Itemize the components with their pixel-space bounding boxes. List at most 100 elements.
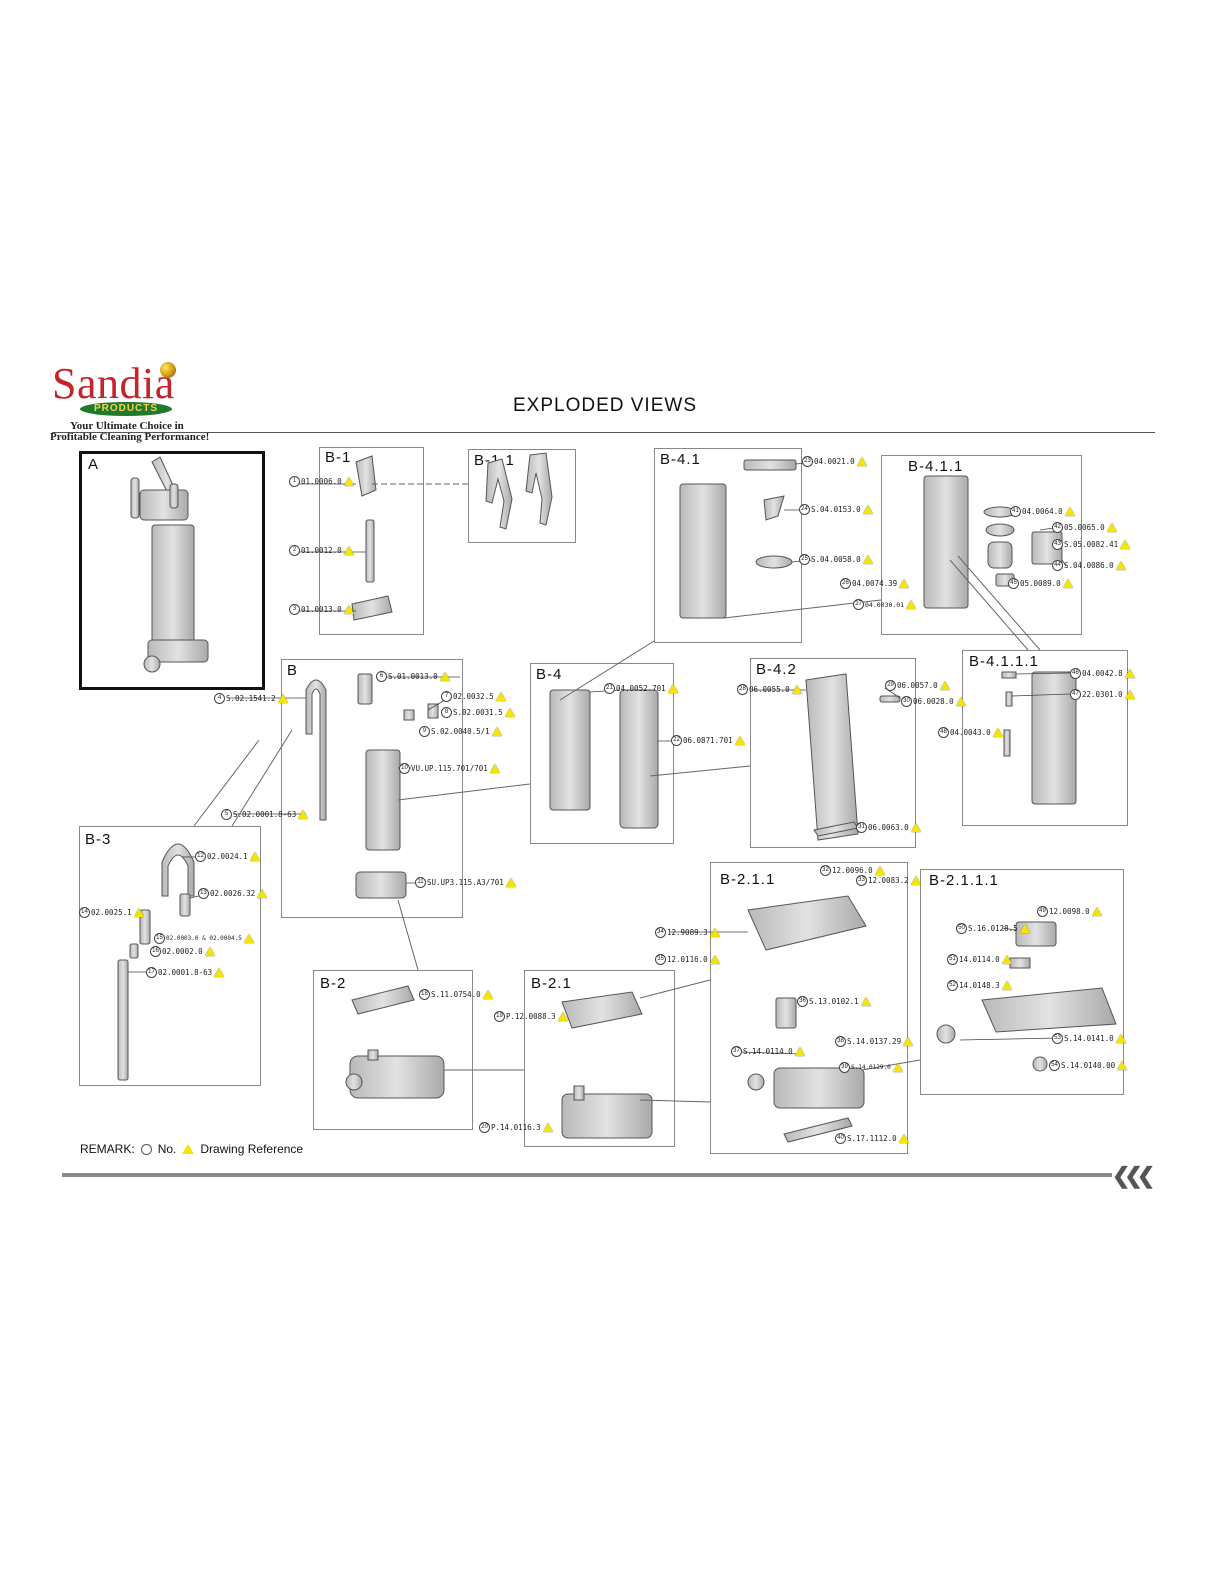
part-code: S.04.0086.0 xyxy=(1064,560,1114,570)
drawing-reference-triangle-icon xyxy=(1064,507,1075,516)
part-number-circle: 54 xyxy=(1049,1060,1060,1071)
part-code: 02.0002.0 xyxy=(162,946,203,956)
part-number-circle: 1 xyxy=(289,476,300,487)
view-box-B-3: B-3 xyxy=(79,826,261,1086)
part-number-circle: 42 xyxy=(1052,522,1063,533)
part-number-circle: 27 xyxy=(853,599,864,610)
part-code: 04.0064.0 xyxy=(1022,506,1063,516)
drawing-reference-triangle-icon xyxy=(243,934,254,943)
part-code: 02.0026.32 xyxy=(210,888,256,898)
view-label: B-4.1.1.1 xyxy=(969,653,1039,670)
part-code: S.01.0013.0 xyxy=(388,671,438,681)
page-title: EXPLODED VIEWS xyxy=(513,395,697,416)
part-code: 02.0024.1 xyxy=(207,851,248,861)
part-code: 12.0116.0 xyxy=(667,954,708,964)
part-code: P.14.0116.3 xyxy=(491,1122,541,1132)
drawing-reference-triangle-icon xyxy=(1001,955,1012,964)
drawing-reference-triangle-icon xyxy=(791,685,802,694)
part-code: S.16.0128.5 xyxy=(968,923,1018,933)
part-code: S.04.0058.0 xyxy=(811,554,861,564)
part-number-circle: 26 xyxy=(840,578,851,589)
back-panel-illustration xyxy=(679,459,797,619)
part-code: S.14.0129.0 xyxy=(851,1063,891,1071)
part-code: S.02.0001.8-63 xyxy=(233,809,297,819)
part-number-circle: 8 xyxy=(441,707,452,718)
view-label: B-2.1.1.1 xyxy=(929,872,999,889)
drawing-reference-triangle-icon xyxy=(910,876,921,885)
drawing-reference-triangle-icon xyxy=(482,990,493,999)
part-code: 06.0063.0 xyxy=(868,822,909,832)
header-divider xyxy=(52,432,1155,433)
part-number-circle: 10 xyxy=(399,763,410,774)
drawing-reference-triangle-icon xyxy=(1117,1061,1128,1070)
part-code: 04.0042.8 xyxy=(1082,668,1123,678)
part-code: S.02.1541.2 xyxy=(226,693,276,703)
base-assembly-illustration xyxy=(345,985,445,1099)
drawing-reference-triangle-icon xyxy=(862,505,873,514)
drawing-reference-triangle-icon xyxy=(1019,924,1030,933)
part-number-circle: 51 xyxy=(947,954,958,965)
view-label: B-4.1.1 xyxy=(908,458,964,475)
part-code: 22.0301.0 xyxy=(1082,689,1123,699)
number-circle-icon xyxy=(140,1143,152,1155)
part-code: S.04.0153.0 xyxy=(811,504,861,514)
part-number-circle: 17 xyxy=(146,967,157,978)
drawing-reference-triangle-icon xyxy=(1124,669,1135,678)
part-number-circle: 31 xyxy=(856,822,867,833)
part-number-circle: 49 xyxy=(1037,906,1048,917)
part-number-circle: 16 xyxy=(150,946,161,957)
part-number-circle: 28 xyxy=(737,684,748,695)
part-number-circle: 13 xyxy=(198,888,209,899)
drawing-reference-triangle-icon xyxy=(709,928,720,937)
drawing-reference-triangle-icon xyxy=(1091,907,1102,916)
drawing-reference-triangle-icon xyxy=(542,1123,553,1132)
drawing-reference-triangle-icon xyxy=(906,600,917,609)
drawing-reference-triangle-icon xyxy=(204,947,215,956)
remark-number-label: No. xyxy=(157,1142,177,1156)
part-code: 06.0057.0 xyxy=(897,680,938,690)
view-label: B-4.2 xyxy=(756,661,797,678)
view-label: B-1 xyxy=(325,449,352,466)
part-number-circle: 2 xyxy=(289,545,300,556)
part-code: 12.0096.0 xyxy=(832,865,873,875)
part-number-circle: 5 xyxy=(221,809,232,820)
drawing-reference-triangle-icon xyxy=(214,968,225,977)
part-code: S.13.0102.1 xyxy=(809,996,859,1006)
part-code: 01.0013.0 xyxy=(301,604,342,614)
motor-housing-illustration xyxy=(923,475,1063,609)
part-number-circle: 4 xyxy=(214,693,225,704)
part-number-circle: 37 xyxy=(731,1046,742,1057)
drawing-reference-triangle-icon xyxy=(874,866,885,875)
drawing-reference-triangle-icon xyxy=(892,1063,903,1072)
drawing-reference-triangle-icon xyxy=(1115,1034,1126,1043)
part-number-circle: 48 xyxy=(938,727,949,738)
part-number-circle: 39 xyxy=(839,1062,850,1073)
legend-remark: REMARK: No. Drawing Reference xyxy=(80,1142,303,1156)
part-code: 05.0065.0 xyxy=(1064,522,1105,532)
part-number-circle: 11 xyxy=(415,877,426,888)
part-code: S.02.0040.5/1 xyxy=(431,726,490,736)
part-number-circle: 14 xyxy=(79,907,90,918)
drawing-reference-triangle-icon xyxy=(903,1037,914,1046)
drawing-reference-triangle-icon xyxy=(860,997,871,1006)
part-number-circle: 6 xyxy=(376,671,387,682)
part-code: 04.0052.701 xyxy=(616,683,666,693)
part-number-circle: 7 xyxy=(441,691,452,702)
part-number-circle: 30 xyxy=(901,696,912,707)
drawing-reference-triangle-icon xyxy=(1115,561,1126,570)
